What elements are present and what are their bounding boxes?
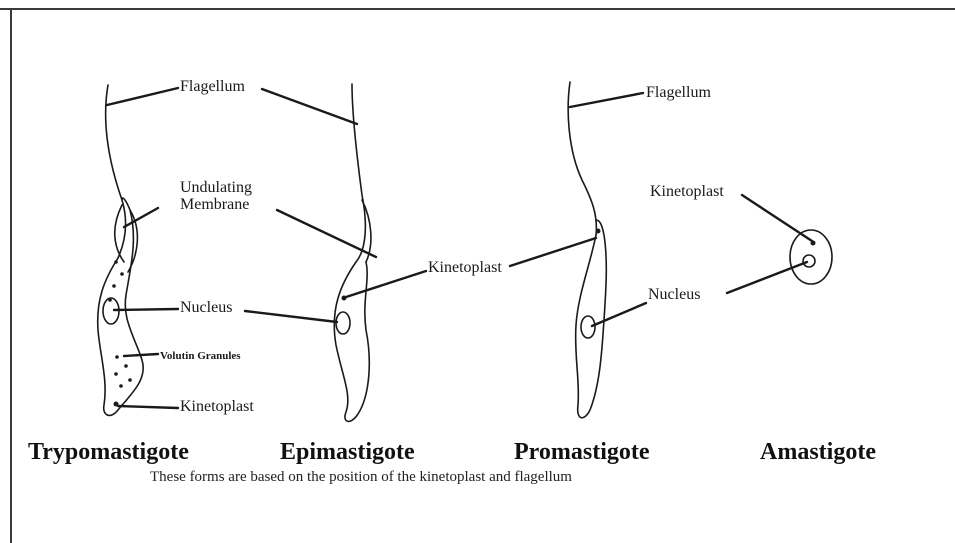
stage-name-epimastigote: Epimastigote — [280, 440, 415, 465]
volutin-granules-label: Volutin Granules — [160, 351, 241, 363]
nucleus-shape — [581, 316, 595, 338]
kinetoplast-label-1: Kinetoplast — [180, 399, 254, 416]
promastigote-figure — [568, 82, 606, 418]
kinetoplast-label-2: Kinetoplast — [428, 260, 502, 277]
undulating-membrane-label: Undulating Membrane — [180, 180, 252, 214]
nucleus-label-2: Nucleus — [648, 287, 700, 304]
flagellum-label-2: Flagellum — [646, 85, 711, 102]
kinetoplast-dot — [596, 229, 601, 234]
flagellum-label-1: Flagellum — [180, 79, 245, 96]
nucleus-label-1: Nucleus — [180, 300, 232, 317]
nucleus-shape — [336, 312, 350, 334]
amastigote-figure — [790, 230, 832, 284]
stage-name-trypomastigote: Trypomastigote — [28, 440, 189, 465]
stage-name-amastigote: Amastigote — [760, 440, 876, 465]
kinetoplast-label-3: Kinetoplast — [650, 184, 724, 201]
stage-name-promastigote: Promastigote — [514, 440, 650, 465]
nucleus-shape — [803, 255, 815, 267]
figure-caption: These forms are based on the position of… — [150, 470, 572, 486]
trypomastigote-figure — [98, 85, 143, 415]
